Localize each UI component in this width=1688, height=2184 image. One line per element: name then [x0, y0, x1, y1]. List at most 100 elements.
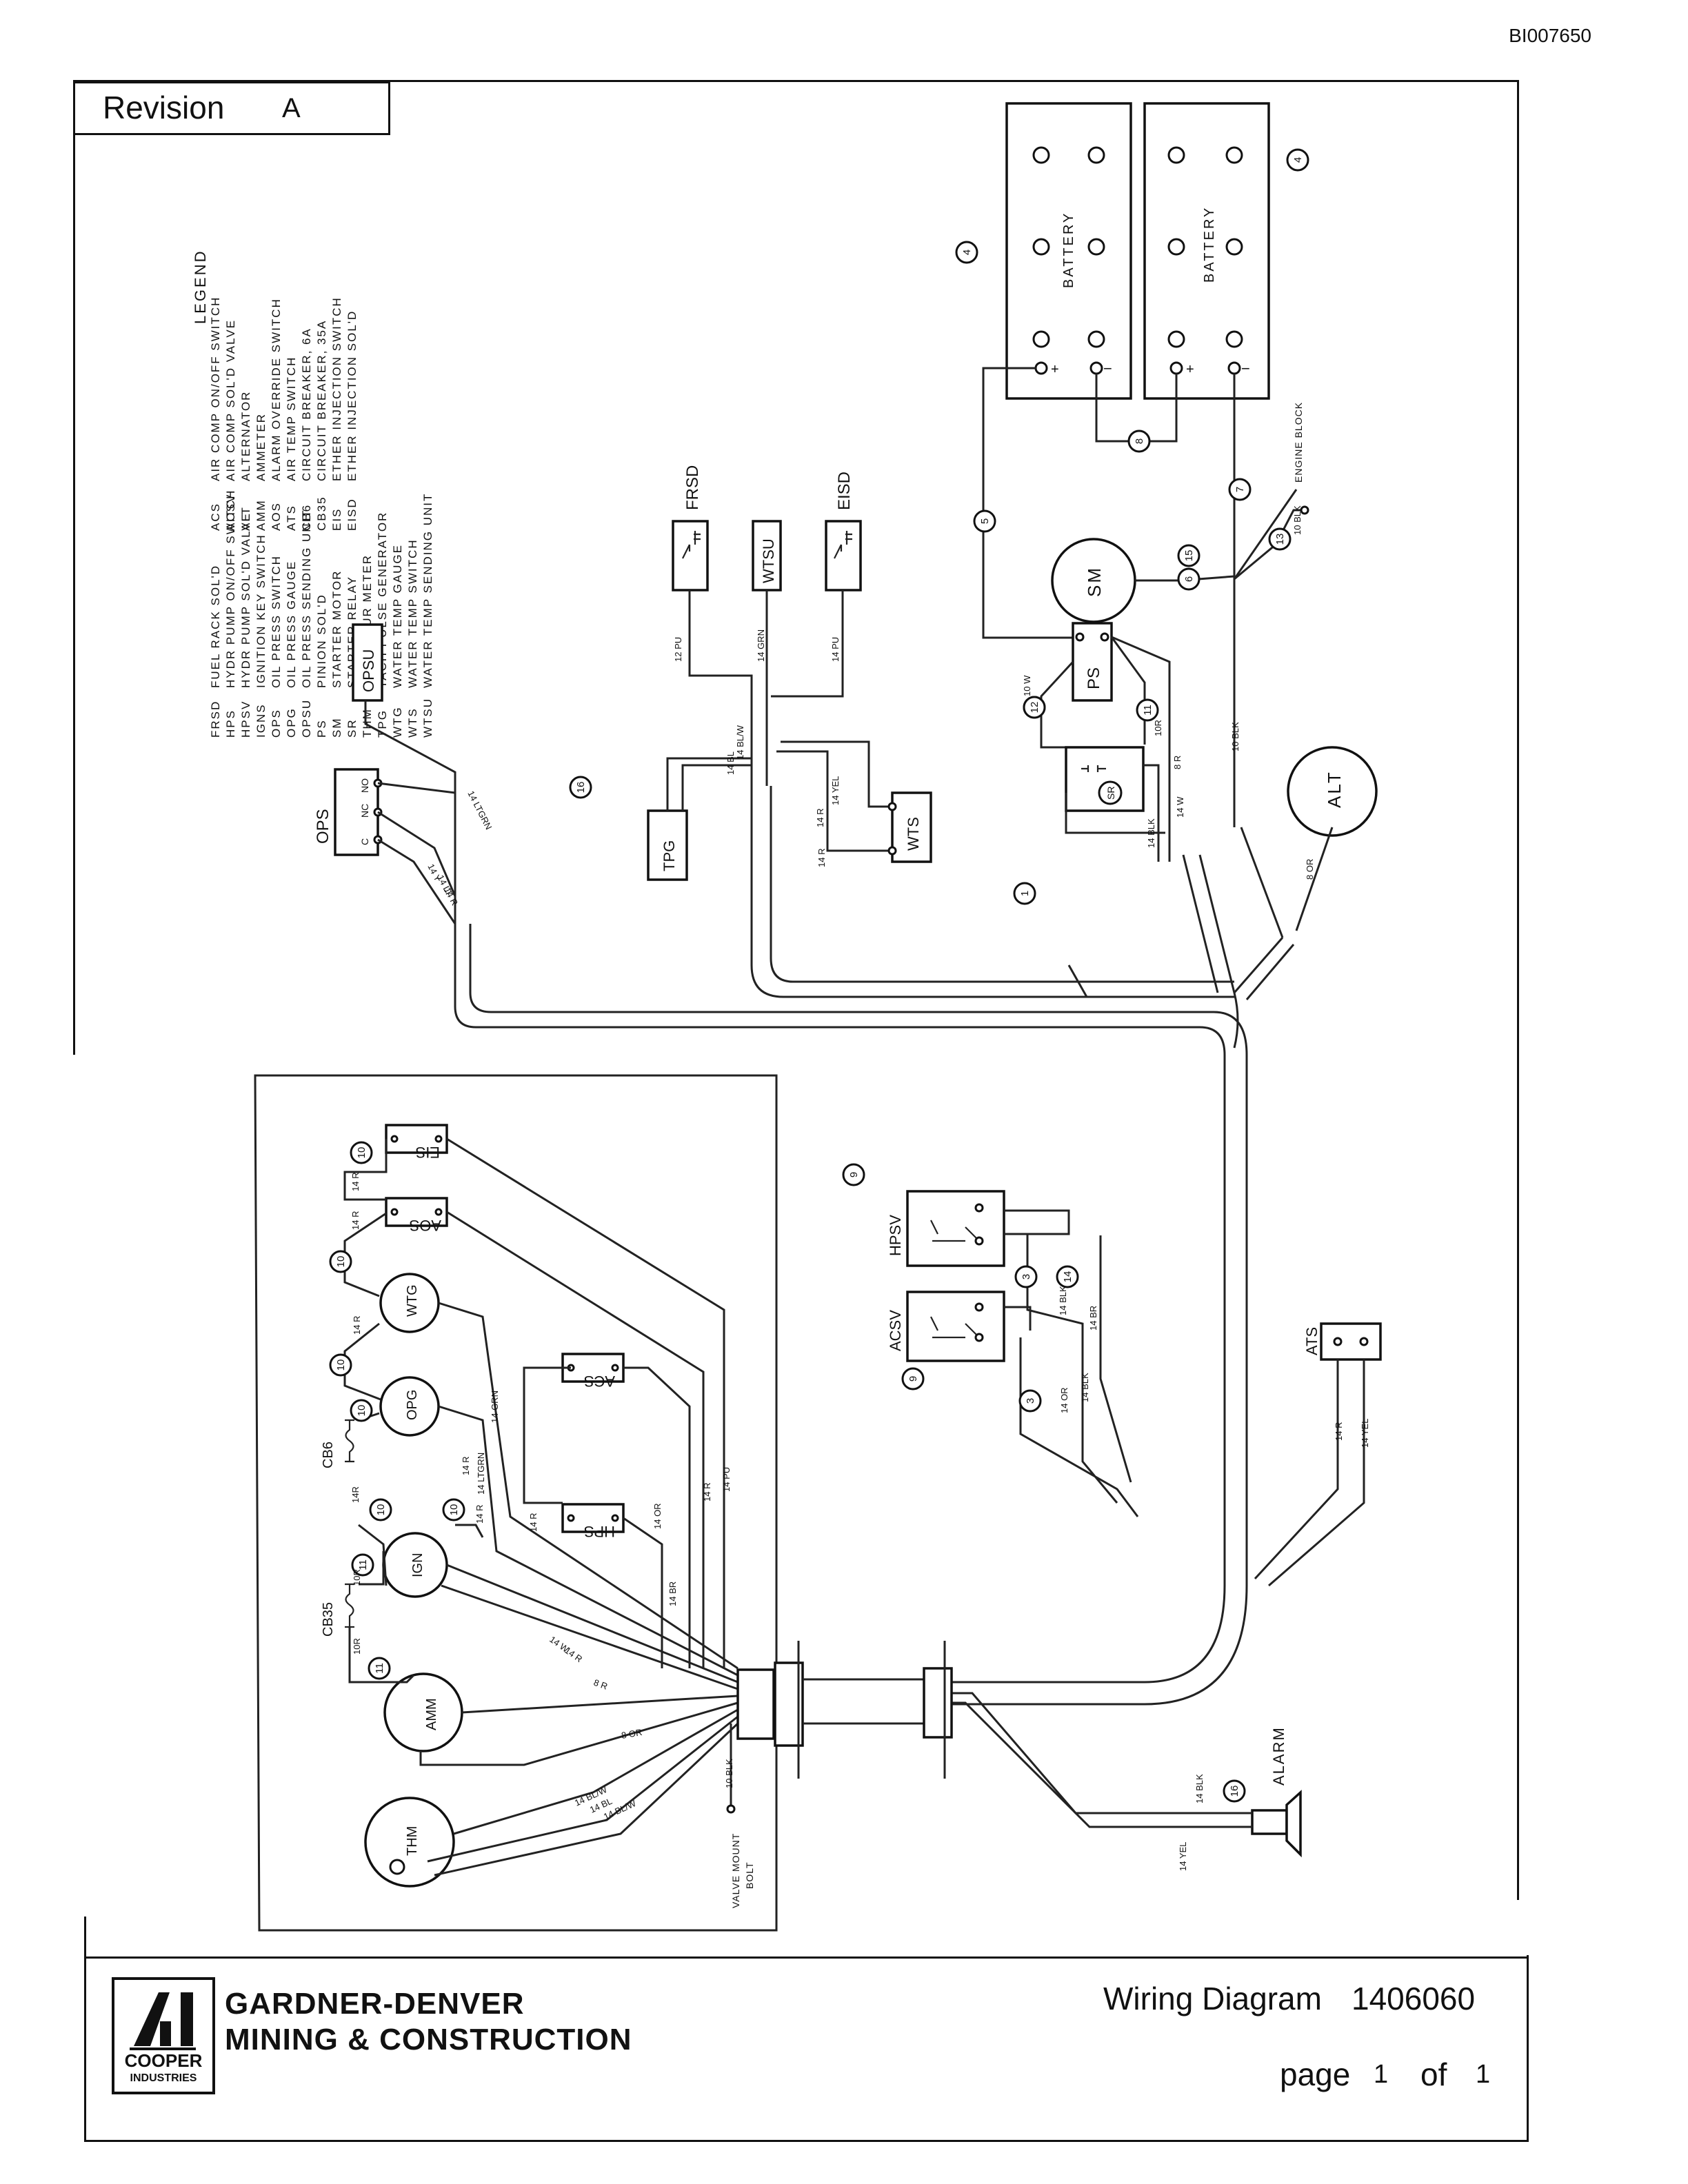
wire-label: 14 R	[461, 1457, 471, 1475]
legend-description: WATER TEMP GAUGE	[391, 544, 404, 688]
callout-number: 6	[1183, 576, 1195, 582]
oil-press-switch: OPS NC NO C	[314, 768, 383, 856]
legend-code: ACSV	[224, 494, 237, 531]
legend-code: EIS	[330, 508, 343, 531]
callout-3: 3	[1014, 1265, 1038, 1288]
wire-label: 14 BLK	[1146, 818, 1156, 848]
alternator-label: ALT	[1324, 770, 1345, 808]
cooper-logo: COOPER INDUSTRIES	[112, 1977, 215, 2094]
legend-code: AOS	[270, 502, 283, 531]
wire-label: 14 BL/W	[735, 725, 745, 760]
legend-description: AIR COMP SOL'D VALVE	[224, 319, 237, 481]
battery-left: BATTERY + −	[1005, 102, 1132, 400]
wire-label: 14 R	[352, 1316, 362, 1335]
wire-label: 10 BLK	[724, 1759, 734, 1788]
battery-left-label: BATTERY	[1061, 212, 1076, 288]
legend-description: ETHER INJECTION SWITCH	[330, 296, 343, 481]
page-label: page	[1280, 2056, 1351, 2092]
legend-code: OPS	[270, 709, 283, 738]
alternator: ALT	[1287, 746, 1378, 837]
oil-press-switch-label: OPS	[314, 809, 332, 844]
legend-description: AIR COMP ON/OFF SWITCH	[209, 296, 222, 481]
callout-10: 10	[369, 1498, 392, 1521]
callout-number: 1	[1019, 891, 1031, 896]
callout-number: 10	[335, 1359, 347, 1371]
company-name-line-1: GARDNER-DENVER	[225, 1987, 525, 2021]
wire-label: 14 BR	[667, 1581, 678, 1606]
legend-code: HPS	[224, 709, 237, 738]
legend-code: OPG	[285, 707, 298, 738]
page-number: 1	[1374, 2060, 1389, 2089]
callout-10: 10	[442, 1498, 465, 1521]
wire-label: 14R	[350, 1486, 361, 1503]
callout-number: 10	[356, 1405, 368, 1417]
callout-15: 15	[1177, 544, 1200, 567]
tach-pulse-generator: TPG	[647, 809, 688, 881]
starter-relay-label: SR	[1105, 787, 1116, 800]
engine-block-label: ENGINE BLOCK	[1293, 402, 1304, 483]
revision-value: A	[282, 93, 301, 123]
wire-label: 10R	[1153, 720, 1163, 736]
callout-5: 5	[973, 509, 996, 533]
alarm: ALARM	[1251, 1726, 1302, 1858]
callout-9: 9	[901, 1367, 925, 1391]
circuit-breaker-6a-label: CB6	[321, 1442, 336, 1468]
legend-description: PINION SOL'D	[315, 594, 328, 688]
wire-label: 14 GRN	[756, 629, 766, 662]
water-temp-sending-unit: WTSU	[752, 520, 782, 592]
wire-label: 14 W	[1175, 796, 1185, 818]
callout-3: 3	[1018, 1389, 1042, 1413]
wire-label: 10R	[352, 1638, 362, 1655]
ether-injection-switch-label: EIS	[416, 1144, 440, 1161]
legend-description: IGNITION KEY SWITCH	[254, 534, 268, 688]
tach-hour-meter-label: THM	[405, 1826, 420, 1856]
battery-right-label: BATTERY	[1202, 206, 1217, 283]
callout-10: 10	[350, 1399, 373, 1422]
document-id: BI007650	[1509, 25, 1591, 46]
callout-number: 15	[1183, 550, 1195, 562]
water-temp-gauge: WTG	[379, 1273, 440, 1333]
legend-code: SM	[330, 718, 343, 738]
air-temp-switch: ATS	[1303, 1322, 1382, 1361]
legend-description: HYDR PUMP ON/OFF SWITCH	[224, 489, 237, 688]
callout-number: 16	[575, 782, 587, 793]
legend-description: CIRCUIT BREAKER, 35A	[315, 320, 328, 481]
wire-label: 14 YEL	[830, 776, 841, 805]
callout-number: 16	[1229, 1786, 1240, 1797]
circuit-breaker-6a: CB6	[321, 1419, 354, 1468]
ammeter: AMM	[383, 1672, 463, 1752]
battery-right-minus: −	[1241, 360, 1250, 377]
wire-label: 14 R	[816, 849, 827, 867]
wire-label: 14 LTGRN	[476, 1453, 486, 1495]
wire-label: 14 PU	[721, 1467, 732, 1492]
alarm-override-switch: AOS	[385, 1197, 448, 1234]
title-block-bottom	[84, 2140, 1529, 2142]
legend-description: WATER TEMP SWITCH	[406, 538, 419, 688]
callout-4: 4	[1286, 148, 1309, 172]
legend-description: AMMETER	[254, 413, 268, 481]
valve-mount-bolt-label-1: VALVE MOUNT	[730, 1833, 741, 1908]
wire-label: 14 OR	[652, 1503, 663, 1529]
alarm-override-switch-label: AOS	[410, 1217, 441, 1234]
wire-label: 14 R	[702, 1483, 712, 1502]
legend-description: CIRCUIT BREAKER, 6A	[300, 327, 313, 481]
callout-14: 14	[1056, 1265, 1079, 1288]
frame-top	[73, 80, 1518, 82]
frame-left-lower	[84, 1917, 86, 2141]
wire-label: 14 R	[528, 1513, 539, 1532]
revision-box: Revision A	[73, 81, 390, 135]
callout-13: 13	[1268, 527, 1292, 551]
callout-7: 7	[1228, 478, 1252, 501]
ether-injection-solenoid-label: EISD	[835, 472, 854, 510]
legend-code: ACS	[209, 503, 222, 531]
page-total: 1	[1476, 2060, 1491, 2089]
wire-label: 12 PU	[673, 637, 683, 662]
legend-description: OIL PRESS SWITCH	[270, 555, 283, 688]
legend-description: ALARM OVERRIDE SWITCH	[270, 298, 283, 481]
tach-pulse-generator-label: TPG	[661, 840, 678, 871]
callout-number: 11	[1142, 705, 1154, 716]
wire-label: 8 R	[1172, 756, 1183, 769]
ops-no-label: NO	[359, 778, 370, 793]
wire-label: 14 R	[350, 1173, 361, 1191]
legend-description: FUEL RACK SOL'D	[209, 565, 222, 688]
